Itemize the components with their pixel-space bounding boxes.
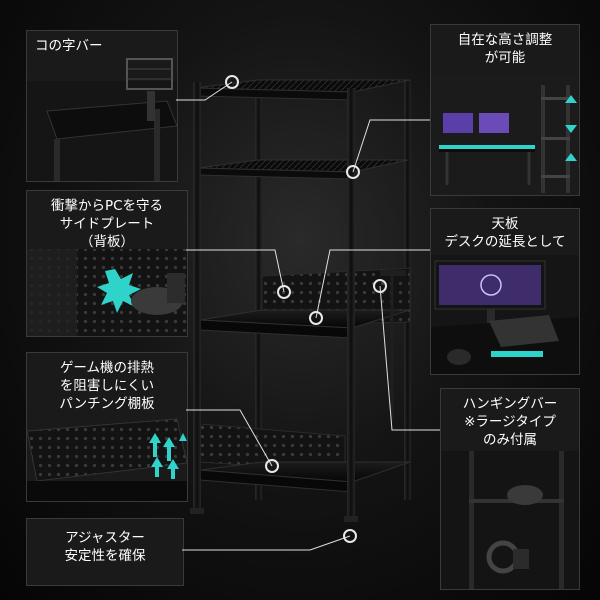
hanging-bar xyxy=(380,270,406,276)
callout-dot-hanging xyxy=(373,279,387,293)
rack-pole-front-left xyxy=(193,82,201,510)
hanging-bar-photo xyxy=(441,451,579,589)
feature-panel-height: 自在な高さ調整 が可能 xyxy=(430,24,580,196)
callout-dot-punching xyxy=(265,459,279,473)
feature-panel-punching: ゲーム機の排熱 を阻害しにくい パンチング棚板 xyxy=(26,352,188,502)
feature-panel-side-plate: 衝撃からPCを守る サイドプレート （背板） xyxy=(26,190,188,337)
feature-label-height: 自在な高さ調整 が可能 xyxy=(457,32,553,66)
side-plate-photo xyxy=(27,249,187,336)
feature-label-punching: ゲーム機の排熱 を阻害しにくい パンチング棚板 xyxy=(59,360,155,412)
impact-burst-icon xyxy=(97,269,141,313)
height-adjust-photo xyxy=(431,75,579,195)
u-bar-photo xyxy=(27,58,177,181)
feature-panel-hanging: ハンギングバー ※ラージタイプ のみ付属 xyxy=(440,388,580,590)
punching-shelf-photo xyxy=(27,418,187,501)
heat-up-arrows-icon xyxy=(149,433,187,479)
feature-panel-adjuster: アジャスター 安定性を確保 xyxy=(26,518,184,586)
callout-dot-height xyxy=(346,165,360,179)
callout-dot-adjuster xyxy=(343,529,357,543)
feature-panel-top-board: 天板 デスクの延長として xyxy=(430,208,580,375)
top-board-photo xyxy=(431,255,579,374)
feature-label-side-plate: 衝撃からPCを守る サイドプレート （背板） xyxy=(50,198,164,250)
callout-dot-top-board xyxy=(309,311,323,325)
feature-label-u-bar: コの字バー xyxy=(35,38,103,54)
feature-label-hanging: ハンギングバー ※ラージタイプ のみ付属 xyxy=(462,396,558,448)
feature-panel-u-bar: コの字バー xyxy=(26,30,178,182)
feature-label-adjuster: アジャスター 安定性を確保 xyxy=(64,530,146,564)
callout-dot-side-plate xyxy=(277,285,291,299)
rack-pole-front-right xyxy=(347,88,355,518)
callout-dot-u-bar xyxy=(225,75,239,89)
feature-label-top-board: 天板 デスクの延長として xyxy=(444,216,566,250)
